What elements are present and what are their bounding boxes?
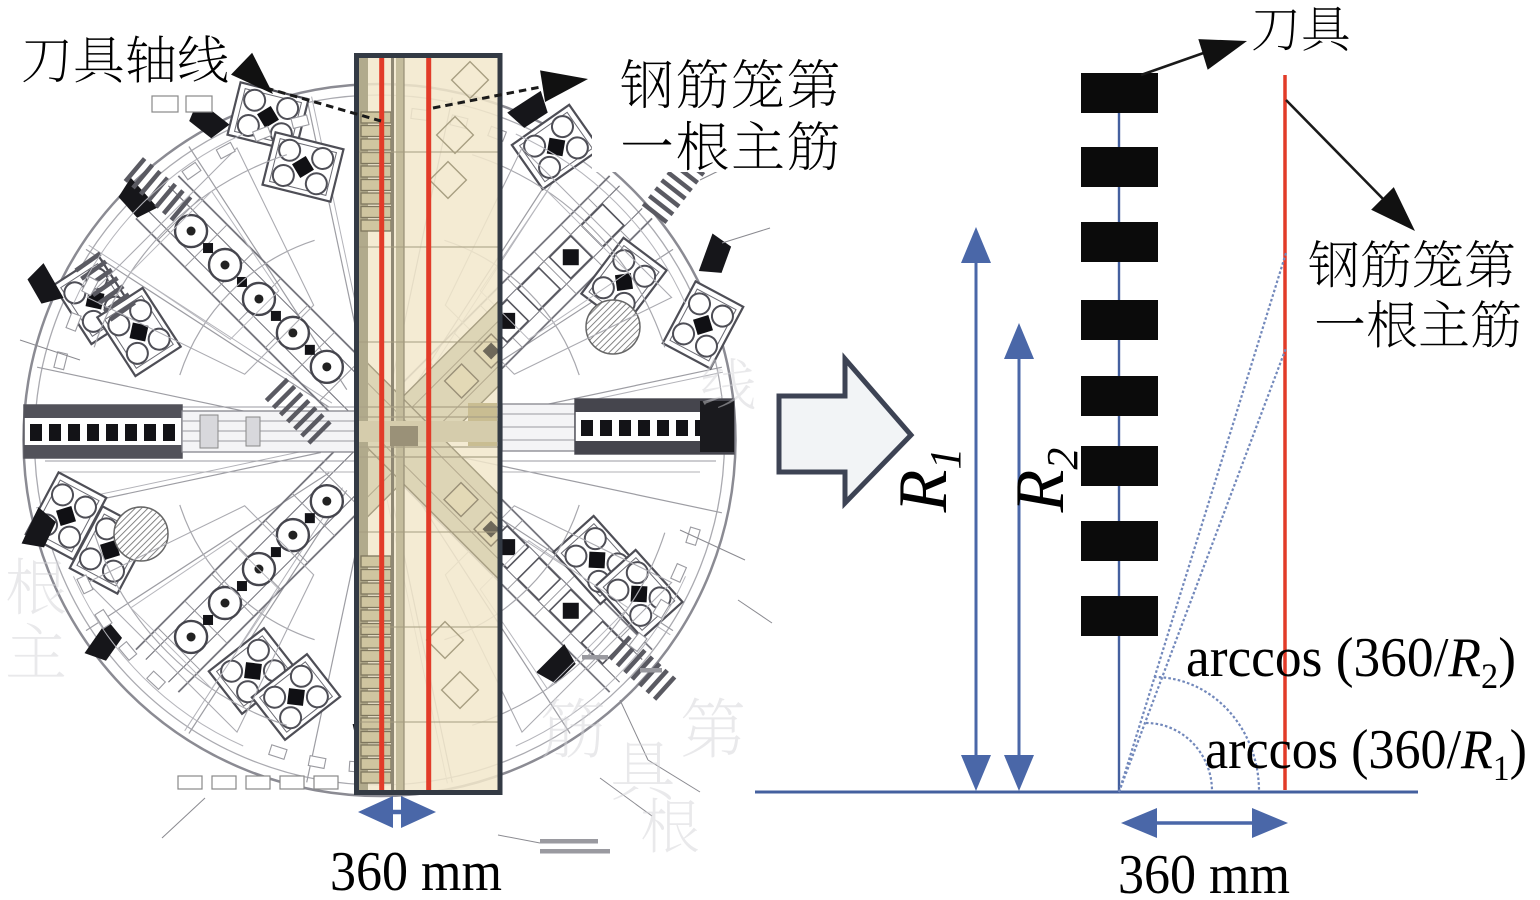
svg-text:360 mm: 360 mm: [1118, 844, 1290, 900]
svg-text:360 mm: 360 mm: [330, 841, 502, 900]
svg-text:R1: R1: [885, 448, 970, 514]
svg-text:arccos (360/R1): arccos (360/R1): [1205, 719, 1527, 788]
svg-text:arccos (360/R2): arccos (360/R2): [1186, 627, 1516, 696]
svg-text:R2: R2: [1002, 448, 1087, 514]
